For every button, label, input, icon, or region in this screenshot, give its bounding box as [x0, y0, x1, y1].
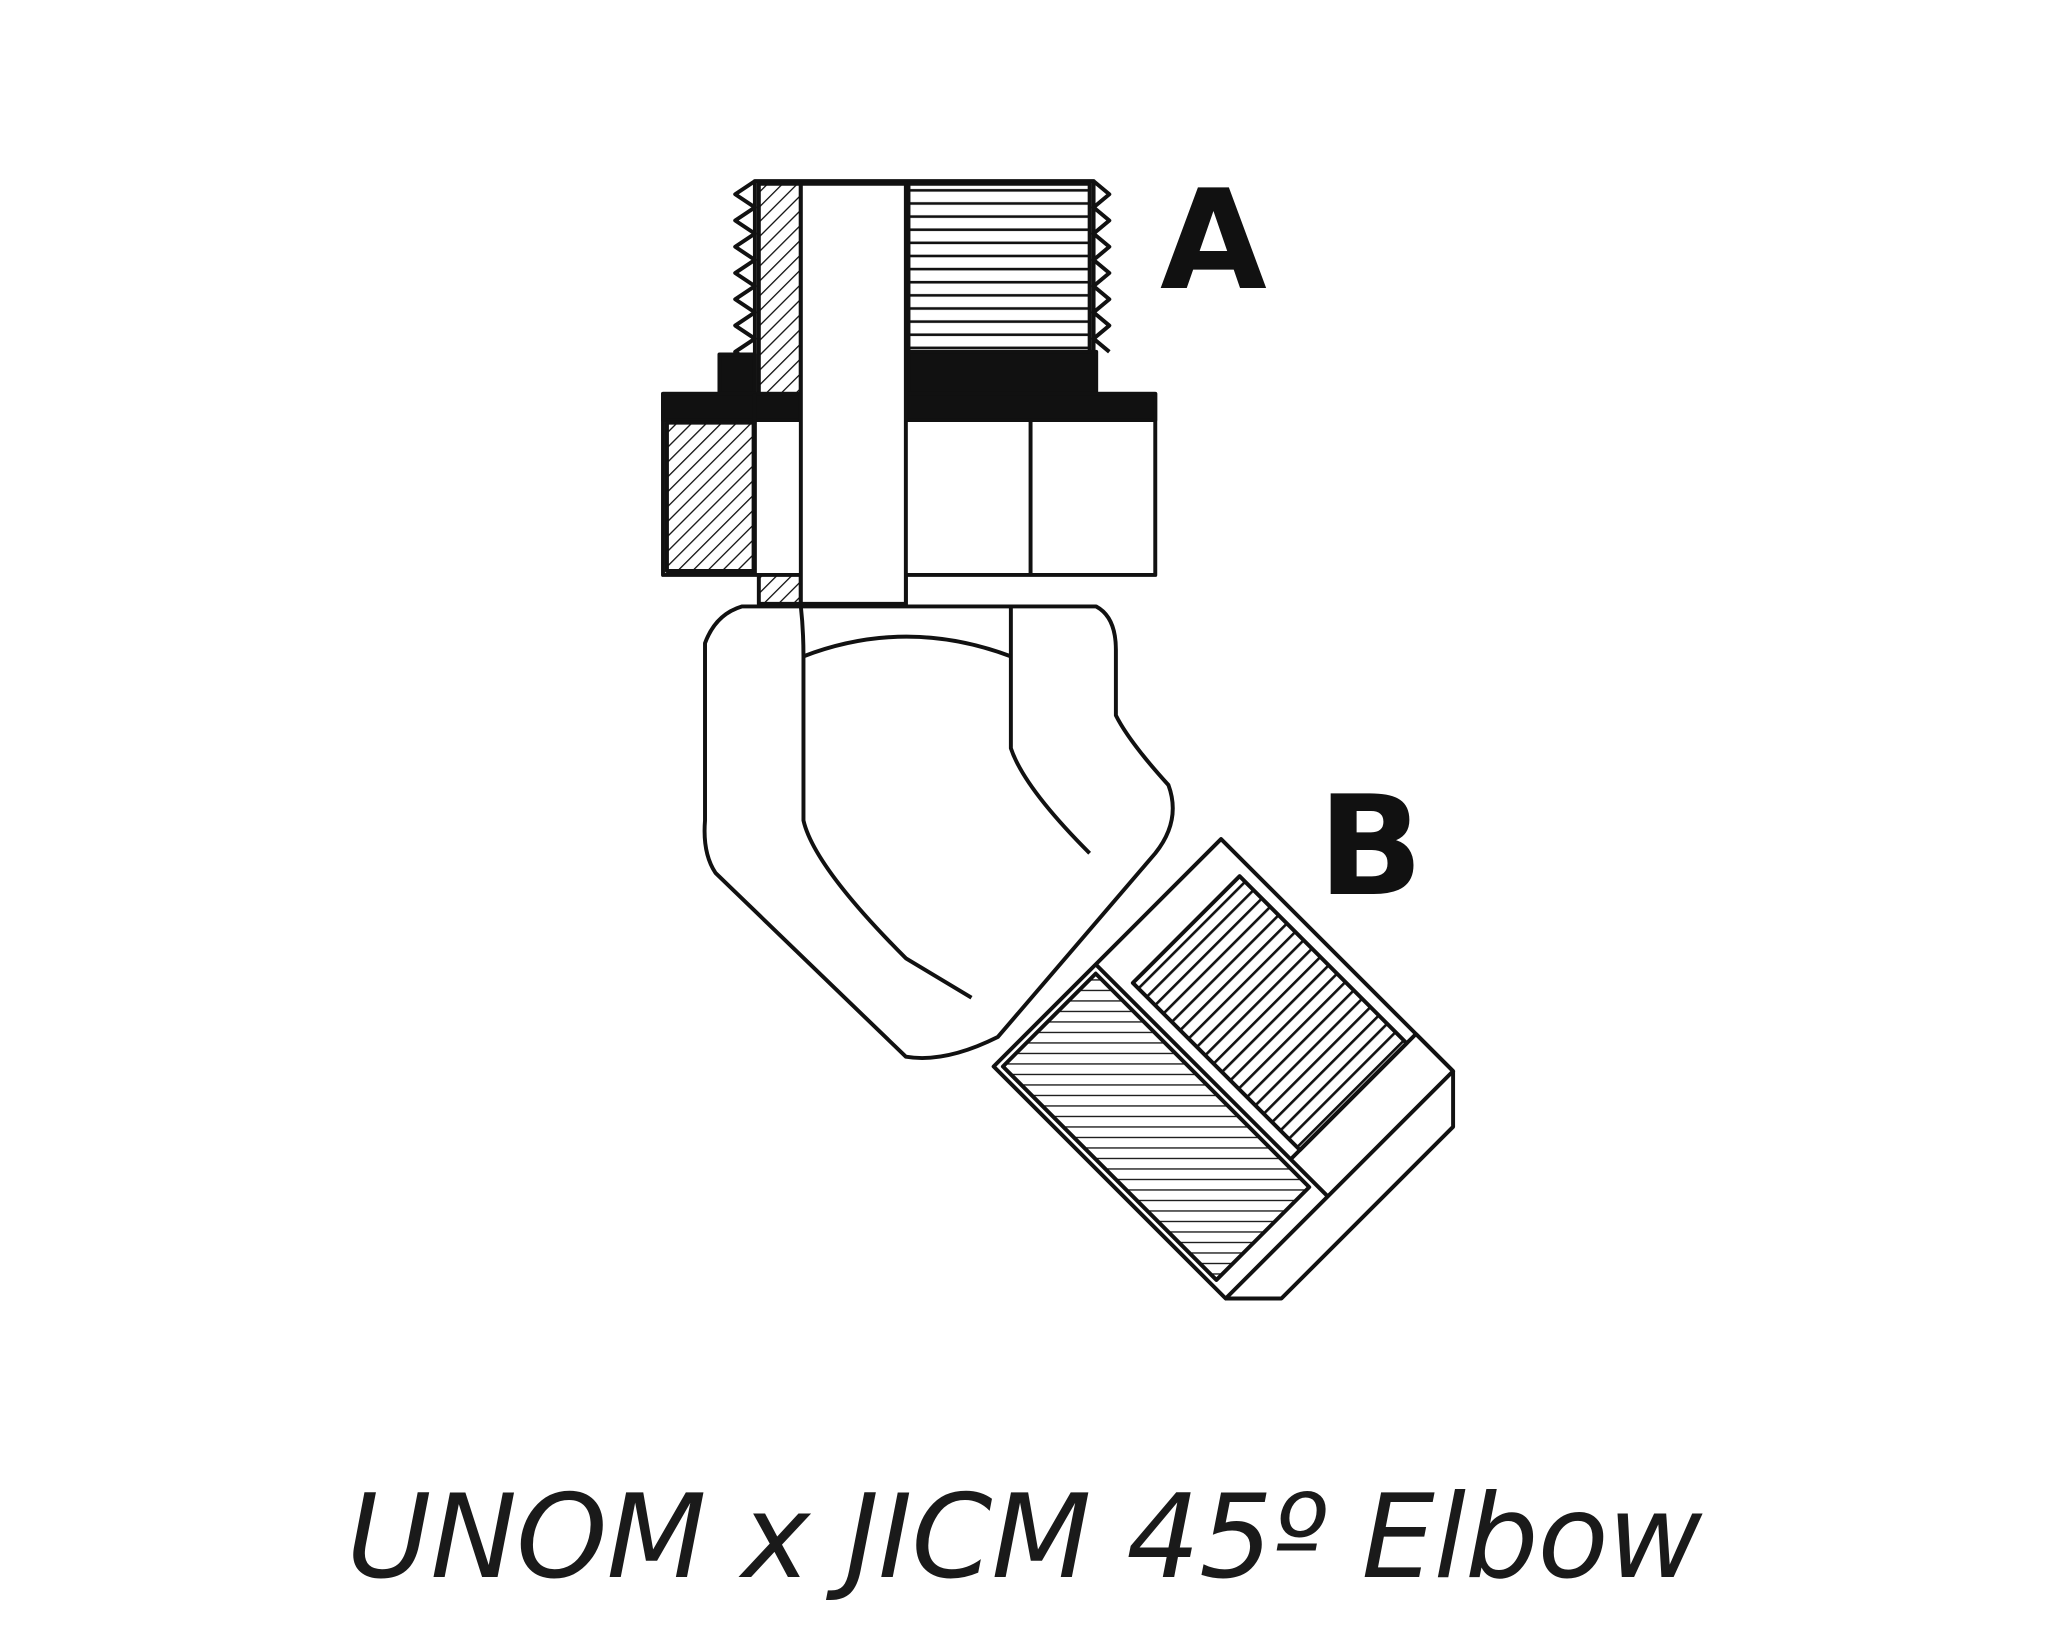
port-b-male-end: [991, 837, 1456, 1301]
elbow-body: [702, 604, 1175, 1061]
port-b-label: B: [1318, 766, 1424, 927]
port-a-label: A: [1160, 160, 1267, 321]
caption: UNOM x JICM 45º Elbow: [346, 1470, 1703, 1605]
hex-nut: [661, 181, 1158, 606]
port-a-nipple: [717, 179, 1112, 607]
